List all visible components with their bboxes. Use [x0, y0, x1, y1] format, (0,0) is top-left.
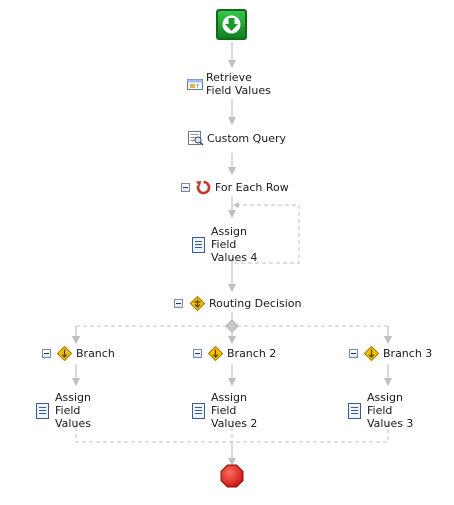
collapse-toggle[interactable] — [174, 299, 183, 308]
loop-return-arrowhead — [233, 202, 239, 208]
download-arrow-icon — [225, 18, 238, 31]
document-icon — [192, 402, 206, 419]
action-label: Assign Field Values 3 — [367, 391, 414, 430]
collapse-toggle[interactable] — [42, 349, 51, 358]
step-label: For Each Row — [215, 181, 289, 194]
document-icon — [36, 402, 50, 419]
step-label: Retrieve Field Values — [206, 71, 271, 97]
branch-1-action[interactable]: Assign Field Values — [36, 391, 119, 430]
svg-text:?: ? — [196, 84, 199, 90]
decision-icon — [363, 345, 380, 362]
branch-2[interactable]: Branch 2 — [207, 345, 277, 362]
collapse-toggle[interactable] — [193, 349, 202, 358]
connector-lines — [71, 42, 393, 467]
branch-3[interactable]: Branch 3 — [363, 345, 433, 362]
start-node[interactable] — [216, 9, 247, 40]
branch-2-action[interactable]: Assign Field Values 2 — [192, 391, 275, 430]
collapse-toggle[interactable] — [349, 349, 358, 358]
step-label: Routing Decision — [209, 297, 302, 310]
decision-icon — [56, 345, 73, 362]
step-for-each-row[interactable]: For Each Row — [195, 179, 289, 196]
field-values-icon: ? — [187, 77, 203, 91]
merge-diamond — [225, 319, 239, 333]
stop-icon — [220, 464, 244, 488]
branch-label: Branch 3 — [383, 347, 433, 360]
stop-node[interactable] — [220, 464, 244, 488]
decision-icon — [207, 345, 224, 362]
branch-label: Branch — [76, 347, 115, 360]
step-retrieve-field-values[interactable]: ? Retrieve Field Values — [187, 71, 278, 97]
query-icon — [187, 130, 204, 146]
action-label: Assign Field Values 2 — [211, 391, 258, 430]
decision-icon — [189, 295, 206, 312]
step-label: Assign Field Values 4 — [211, 225, 258, 264]
step-routing-decision[interactable]: Routing Decision — [189, 295, 302, 312]
document-icon — [192, 236, 206, 253]
loop-icon — [195, 179, 212, 196]
step-custom-query[interactable]: Custom Query — [187, 130, 286, 146]
step-label: Custom Query — [207, 131, 287, 145]
branch-1[interactable]: Branch — [56, 345, 115, 362]
document-icon — [348, 402, 362, 419]
action-label: Assign Field Values — [55, 391, 91, 430]
branch-3-action[interactable]: Assign Field Values 3 — [348, 391, 431, 430]
branch-label: Branch 2 — [227, 347, 277, 360]
step-assign-field-values-4[interactable]: Assign Field Values 4 — [192, 225, 275, 264]
collapse-toggle[interactable] — [181, 183, 190, 192]
